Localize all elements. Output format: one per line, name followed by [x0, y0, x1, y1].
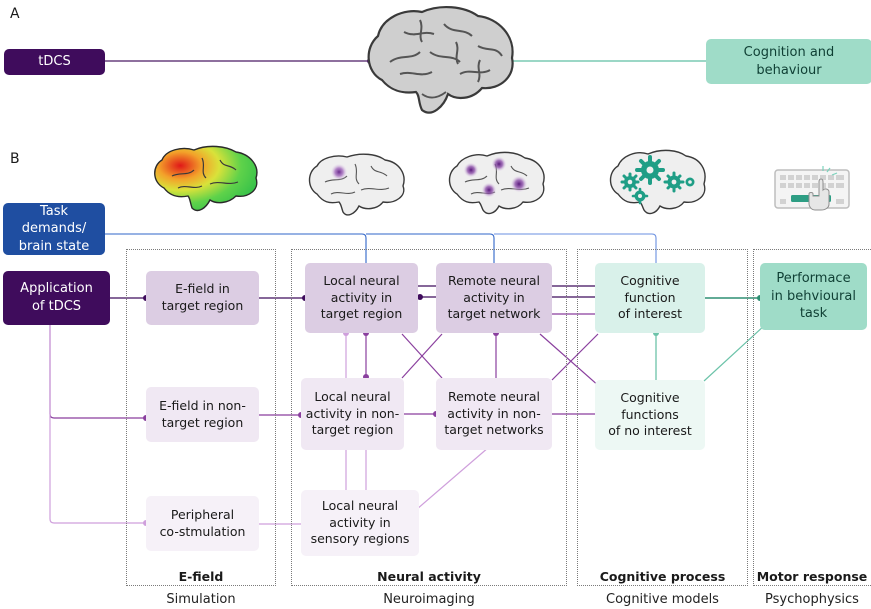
cognitive-nointerest-box: Cognitive functions of no interest	[595, 380, 705, 450]
link-nointerest-performance	[703, 323, 767, 382]
column-efield	[126, 249, 276, 586]
link-task-remote-target	[366, 233, 495, 272]
efield-target-box: E-field in target region	[146, 271, 259, 325]
cognitive-interest-box: Cognitive function of interest	[595, 263, 705, 333]
column-subtitle-psychophysics: Psychophysics	[765, 592, 859, 607]
link-cross-b	[401, 333, 443, 379]
efield-nontarget-box: E-field in non- target region	[146, 387, 259, 442]
keyboard-press-icon	[774, 166, 850, 211]
local-sensory-box: Local neural activity in sensory regions	[301, 490, 419, 556]
column-cognitive-process	[577, 249, 748, 586]
panel-b-letter: B	[10, 151, 20, 167]
column-title-neural: Neural activity	[377, 569, 481, 584]
local-target-box: Local neural activity in target region	[305, 263, 418, 333]
column-title-cognitive: Cognitive process	[599, 569, 726, 584]
brain-icon	[367, 6, 514, 114]
peripheral-costimulation-box: Peripheral co-stmulation	[146, 496, 259, 551]
remote-nontarget-box: Remote neural activity in non- target ne…	[436, 378, 552, 450]
link-dot	[417, 294, 423, 300]
task-demands-box: Task demands/ brain state	[3, 203, 105, 255]
local-nontarget-box: Local neural activity in non- target reg…	[301, 378, 404, 450]
performance-box: Performace in behvioural task	[760, 263, 867, 330]
tdcs-box: tDCS	[4, 49, 105, 75]
column-subtitle-neuroimaging: Neuroimaging	[383, 592, 475, 607]
link-remote-target-nointerest	[539, 333, 601, 388]
link-remote-nontarget-interest	[551, 333, 599, 381]
link-task-cog-interest	[494, 233, 657, 272]
column-subtitle-cognitive-models: Cognitive models	[606, 592, 719, 607]
cognitive-gears-brain-icon	[609, 149, 706, 215]
efield-heatmap-brain-icon	[154, 145, 258, 212]
link-task-local-target	[105, 233, 367, 272]
column-motor-response	[753, 249, 871, 586]
application-tdcs-box: Application of tDCS	[3, 271, 110, 325]
remote-target-box: Remote neural activity in target network	[436, 263, 552, 333]
cognition-behaviour-box: Cognition and behaviour	[706, 39, 871, 84]
link-app-peripheral	[49, 325, 146, 524]
column-neural-activity	[291, 249, 567, 586]
panel-a-letter: A	[10, 6, 20, 22]
column-subtitle-simulation: Simulation	[166, 592, 236, 607]
column-title-motor: Motor response	[756, 569, 868, 584]
column-title-efield: E-field	[178, 569, 224, 584]
network-activity-brain-icon	[448, 151, 545, 215]
local-activity-brain-icon	[308, 153, 405, 216]
